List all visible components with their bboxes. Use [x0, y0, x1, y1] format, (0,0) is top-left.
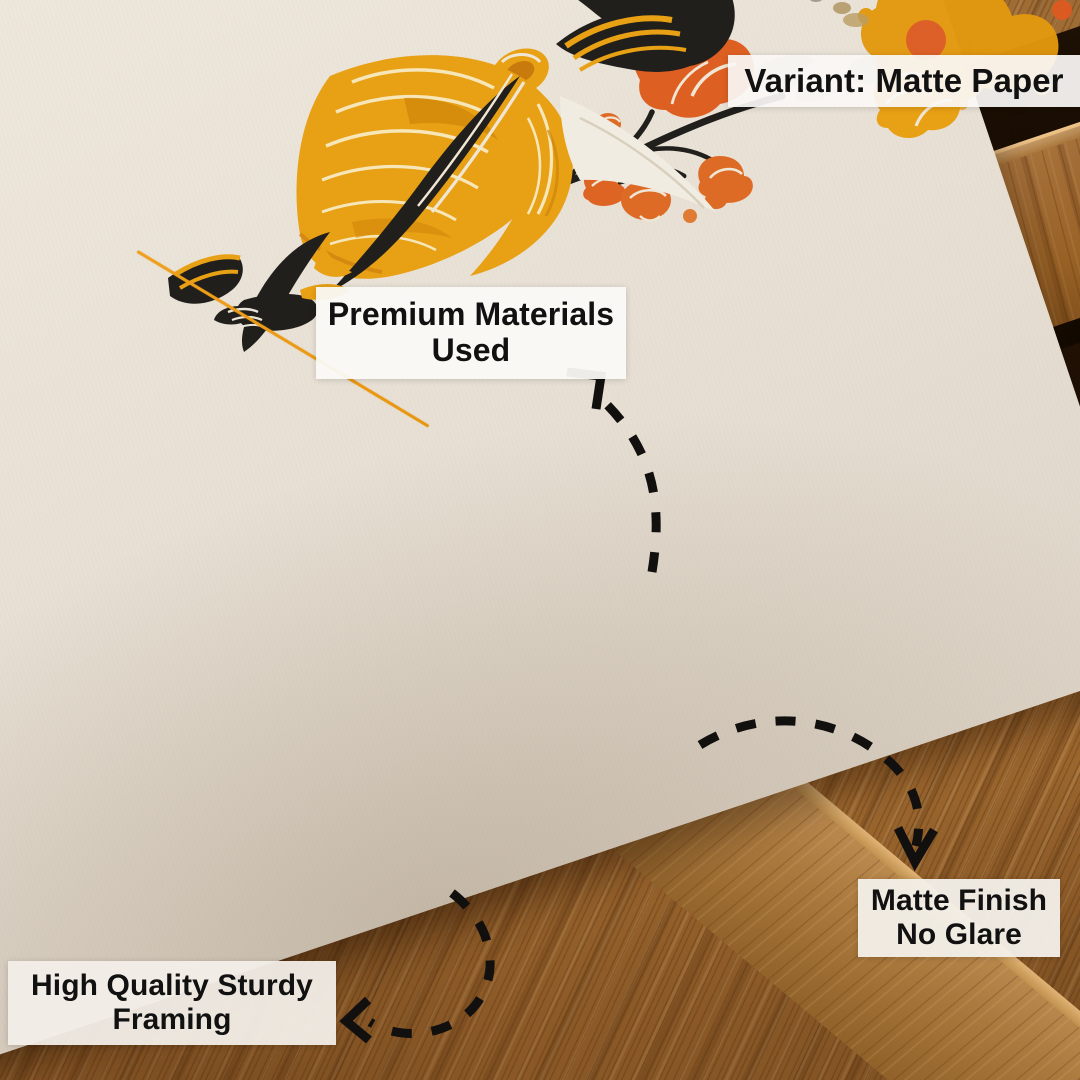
- flower-bud-mid: [698, 156, 753, 203]
- callout-premium-materials: Premium Materials Used: [316, 287, 626, 379]
- artwork: [0, 0, 1080, 420]
- figure-illustration: [168, 0, 735, 352]
- callout-matte-finish: Matte Finish No Glare: [858, 879, 1060, 957]
- artwork-svg: [168, 0, 1072, 352]
- callout-sturdy-framing: High Quality Sturdy Framing: [8, 961, 336, 1045]
- callout-variant: Variant: Matte Paper: [728, 55, 1080, 107]
